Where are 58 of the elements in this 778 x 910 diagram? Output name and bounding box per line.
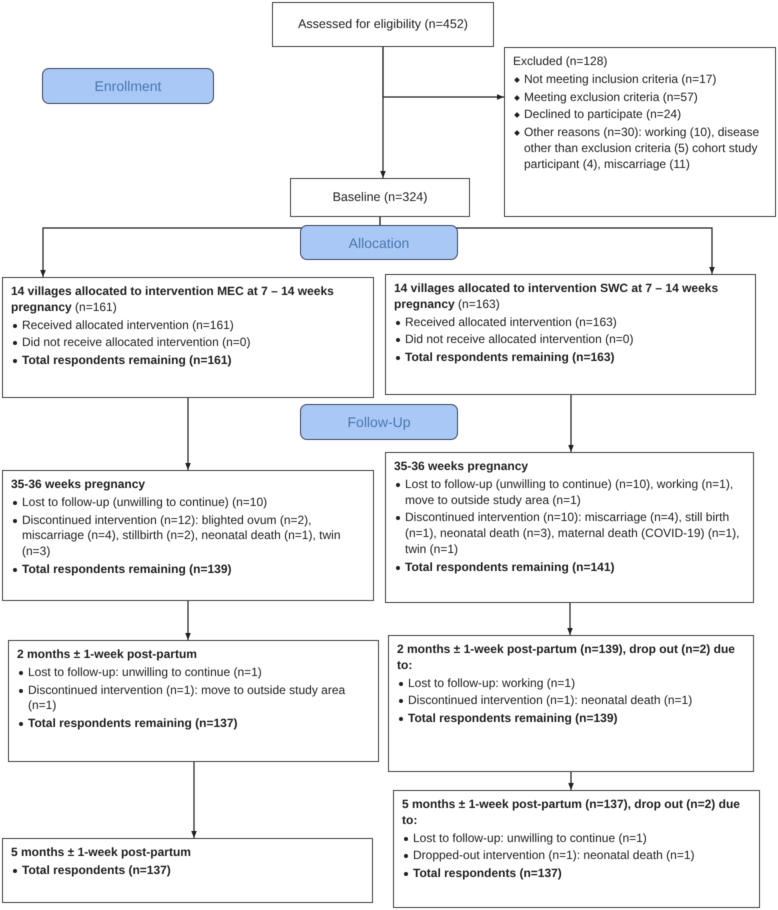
list-item: Declined to participate (n=24) [513,107,767,124]
list-item: Did not receive allocated intervention (n=0) [394,332,747,348]
list-item: Total respondents remaining (n=163) [394,350,747,366]
box-text: Assessed for eligibility (n=452) [298,16,468,33]
arrow [191,762,197,838]
list-item: Lost to follow-up (unwilling to continue) (n=10), working (n=1), move to outside study area (n=1) [394,476,745,508]
process-box [393,790,760,908]
list-item: Not meeting inclusion criteria (n=17) [513,72,767,88]
box-heading: 2 months ± 1-week post-partum (n=139), drop out (n=2) due to: [397,642,736,674]
process-box [8,640,379,762]
list-item: Received allocated intervention (n=161) [11,318,365,334]
list-item: Total respondents remaining (n=141) [394,560,745,576]
list-item: Total respondents remaining (n=139) [397,711,745,728]
list-item: Did not receive allocated intervention (n=0) [11,335,365,352]
process-box [385,274,756,395]
stage-banner: Allocation [300,225,458,260]
list-item: Total respondents (n=137) [402,866,751,882]
list-item: Lost to follow-up (unwilling to continue) (n=10) [11,494,365,511]
list-item: Discontinued intervention (n=12): blighted ovum (n=2), miscarriage (n=4), stillbirth (n=2), neonatal death (n=1), twin (n=3) [11,512,365,560]
box-heading: 14 villages allocated to intervention MEC at 7 – 14 weeks pregnancy (n=161) [11,284,335,316]
process-box [504,47,776,217]
box-heading: 35-36 weeks pregnancy [394,459,530,475]
list-item: Meeting exclusion criteria (n=57) [513,90,767,106]
list-item: Received allocated intervention (n=163) [394,314,747,330]
arrow [185,601,191,640]
list-item: Total respondents remaining (n=161) [11,353,365,370]
list-item: Discontinued intervention (n=10): miscarriage (n=4), still birth (n=1), neonatal death (n=3), maternal death (COVID-19) (n=1), twin (n=1) [394,510,745,558]
arrow [568,395,574,452]
arrow [568,772,574,790]
process-box [290,178,470,217]
process-box [2,277,374,398]
box-heading: 2 months ± 1-week post-partum [17,647,198,663]
list-item: Total respondents remaining (n=139) [11,562,365,578]
list-item: Lost to follow-up: unwilling to continue (n=1) [17,664,370,681]
list-item: Total respondents (n=137) [11,862,364,879]
box-heading: Excluded (n=128) [513,54,608,70]
process-box [272,2,494,47]
process-box [385,452,754,603]
process-box [388,635,754,772]
stage-banner: Follow-Up [300,404,458,440]
arrow [382,47,504,100]
box-text: Baseline (n=324) [332,189,428,206]
box-heading: 5 months ± 1-week post-partum [11,845,192,861]
list-item: Discontinued intervention (n=1): neonatal death (n=1) [397,693,745,710]
list-item: Dropped-out intervention (n=1): neonatal death (n=1) [402,848,751,864]
box-heading: 5 months ± 1-week post-partum (n=137), drop out (n=2) due to: [402,797,741,829]
arrow [567,603,573,635]
process-box [2,838,373,903]
list-item: Discontinued intervention (n=1): move to outside study area (n=1) [17,682,370,714]
box-heading: 14 villages allocated to intervention SWC at 7 – 14 weeks pregnancy (n=163) [394,281,720,313]
list-item: Lost to follow-up: working (n=1) [397,676,745,692]
list-item: Lost to follow-up: unwilling to continue (n=1) [402,830,751,846]
stage-banner: Enrollment [42,68,214,104]
list-item: Other reasons (n=30): working (10), disease other than exclusion criteria (5) cohort study participant (4), miscarriage (11) [513,125,767,173]
list-item: Total respondents remaining (n=137) [17,716,370,732]
arrow [185,398,191,470]
box-heading: 35-36 weeks pregnancy [11,477,146,493]
process-box [2,470,374,601]
